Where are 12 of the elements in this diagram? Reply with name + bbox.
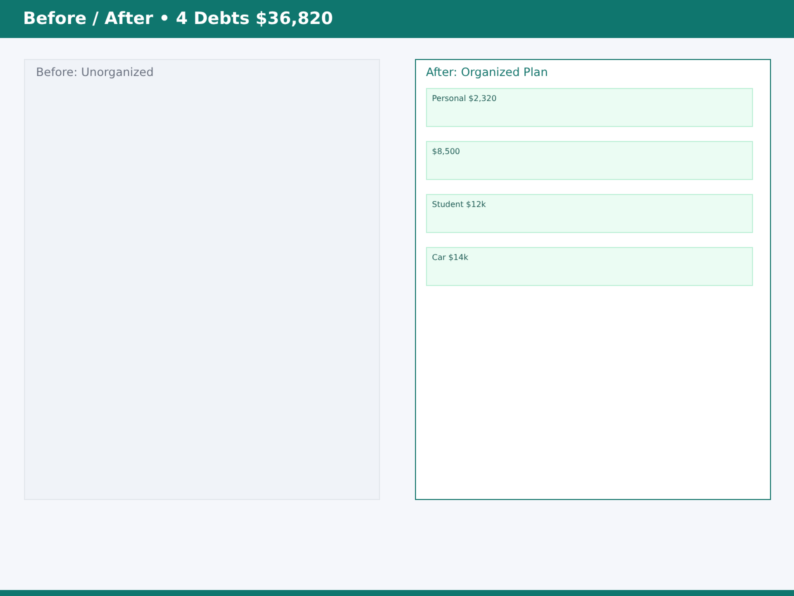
page-title: Before / After • 4 Debts $36,820	[23, 8, 333, 30]
after-panel	[415, 59, 771, 500]
debt-box	[426, 194, 753, 233]
debt-box	[426, 141, 753, 180]
panel-heading: Before: Unorganized	[36, 64, 154, 80]
panel-heading: After: Organized Plan	[426, 64, 548, 80]
debt-box	[426, 247, 753, 286]
debt-label: Personal $2,320	[432, 93, 497, 105]
debt-label: $8,500	[432, 146, 460, 158]
debt-label: Student $12k	[432, 199, 486, 211]
debt-box	[426, 88, 753, 127]
debt-label: Car $14k	[432, 252, 468, 264]
